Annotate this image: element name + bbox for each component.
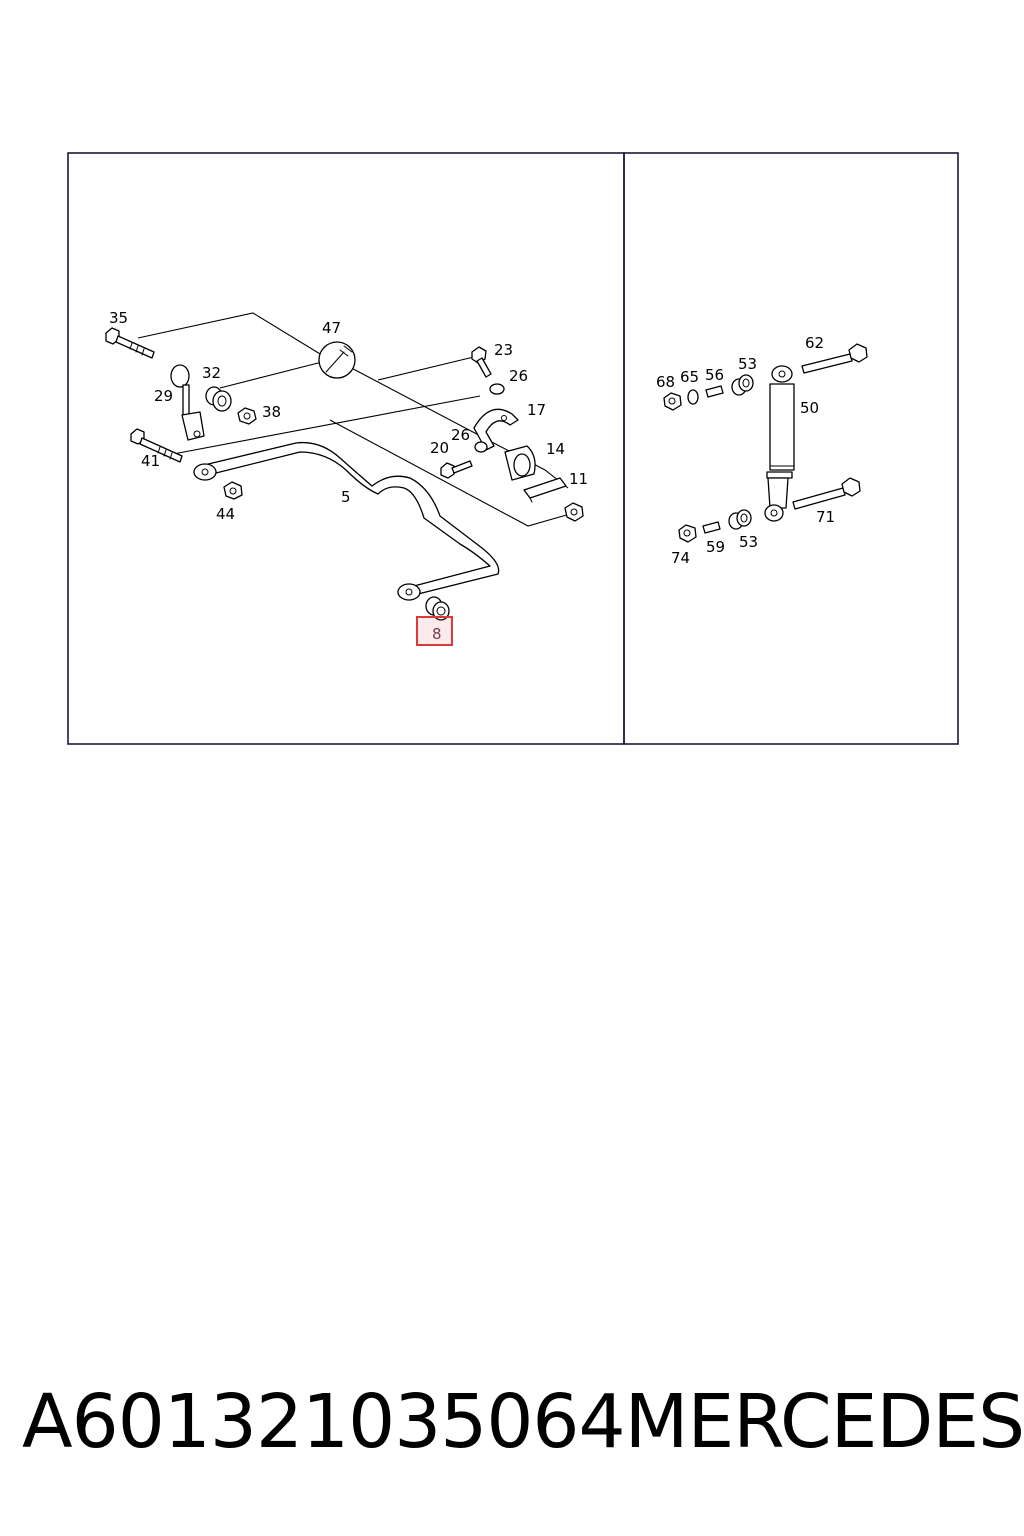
leader-line-mid (219, 361, 323, 389)
callout-41: 41 (141, 452, 160, 470)
callout-47: 47 (322, 319, 341, 337)
link-rod-29 (170, 364, 205, 441)
callout-56: 56 (705, 366, 724, 384)
sleeve-59 (702, 521, 721, 534)
callout-23: 23 (494, 341, 513, 359)
leader-line-bottom (329, 419, 571, 527)
callout-68: 68 (656, 373, 675, 391)
callout-35: 35 (109, 309, 128, 327)
part-number: A601321035064 (22, 1379, 626, 1465)
washer-26-lower (474, 441, 488, 453)
bolt-35 (105, 327, 155, 359)
callout-32: 32 (202, 364, 221, 382)
nut-bottom-right (564, 502, 584, 522)
leader-line-lower (167, 395, 481, 456)
highlight-box (416, 616, 453, 646)
plate-11 (523, 477, 567, 503)
right-panel: 62 68 65 56 53 50 71 74 59 53 (656, 334, 868, 567)
nut-38 (237, 407, 257, 425)
callout-65: 65 (680, 368, 699, 386)
callout-5: 5 (341, 488, 351, 506)
shock-absorber-50 (764, 365, 795, 522)
nut-44 (223, 481, 243, 500)
callout-53-lower: 53 (739, 533, 758, 551)
callout-62: 62 (805, 334, 824, 352)
callout-29: 29 (154, 387, 173, 405)
washer-65 (687, 389, 699, 405)
right-panel-frame (623, 152, 959, 745)
leader-line-right (377, 354, 483, 381)
callout-8: 8 (432, 625, 442, 643)
sleeve-56 (705, 385, 724, 398)
callout-14: 14 (546, 440, 565, 458)
bolt-62 (801, 343, 868, 374)
stabilizer-bar-5 (193, 441, 500, 601)
bolt-20 (440, 460, 473, 479)
callout-74: 74 (671, 549, 690, 567)
callout-50: 50 (800, 399, 819, 417)
bushing-14 (504, 445, 536, 481)
left-panel: 35 47 23 32 26 29 38 17 41 26 20 14 11 5… (105, 309, 588, 646)
bushing-8 (425, 596, 450, 621)
highlighted-callout-8[interactable]: 8 (416, 616, 453, 646)
callout-17: 17 (527, 401, 546, 419)
bushing-53-upper (731, 374, 754, 396)
callout-71: 71 (816, 508, 835, 526)
bolt-71 (792, 477, 861, 510)
callout-20: 20 (430, 439, 449, 457)
bracket-17 (473, 408, 519, 451)
nut-74 (678, 524, 697, 543)
callout-26-upper: 26 (509, 367, 528, 385)
bolt-41 (130, 428, 183, 463)
footer-caption: A601321035064 MERCEDES (0, 1372, 1024, 1472)
washer-26-upper (489, 383, 505, 395)
leader-line-top (137, 312, 331, 361)
wrench-icon (318, 341, 356, 379)
nut-68 (663, 392, 682, 411)
brand-name: MERCEDES (624, 1379, 1024, 1465)
bolt-23 (471, 346, 492, 378)
callout-38: 38 (262, 403, 281, 421)
callout-53-upper: 53 (738, 355, 757, 373)
bushing-53-lower (728, 509, 752, 530)
callout-11: 11 (569, 470, 588, 488)
callout-59: 59 (706, 538, 725, 556)
callout-26-lower: 26 (451, 426, 470, 444)
bushing-32 (205, 386, 232, 412)
callout-44: 44 (216, 505, 235, 523)
